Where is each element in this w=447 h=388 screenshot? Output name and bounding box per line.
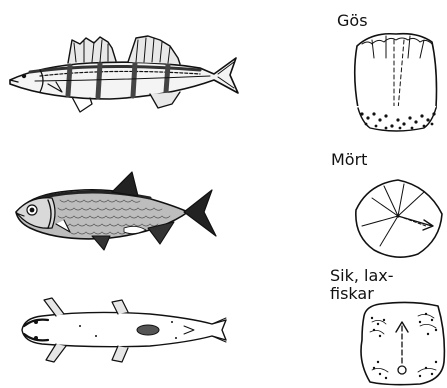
whitefish-top-view-drawing: [22, 298, 226, 362]
label-mort: Mört: [331, 150, 367, 170]
label-sik-line1: Sik, lax-: [330, 266, 394, 286]
zander-scale-drawing: [355, 34, 437, 131]
roach-scale-drawing: [356, 180, 442, 257]
whitefish-scale-drawing: [361, 302, 444, 384]
roach-fish-drawing: [16, 172, 216, 250]
label-sik-line2: fiskar: [330, 284, 374, 304]
label-gos: Gös: [337, 11, 368, 31]
zander-fish-drawing: [10, 36, 238, 112]
